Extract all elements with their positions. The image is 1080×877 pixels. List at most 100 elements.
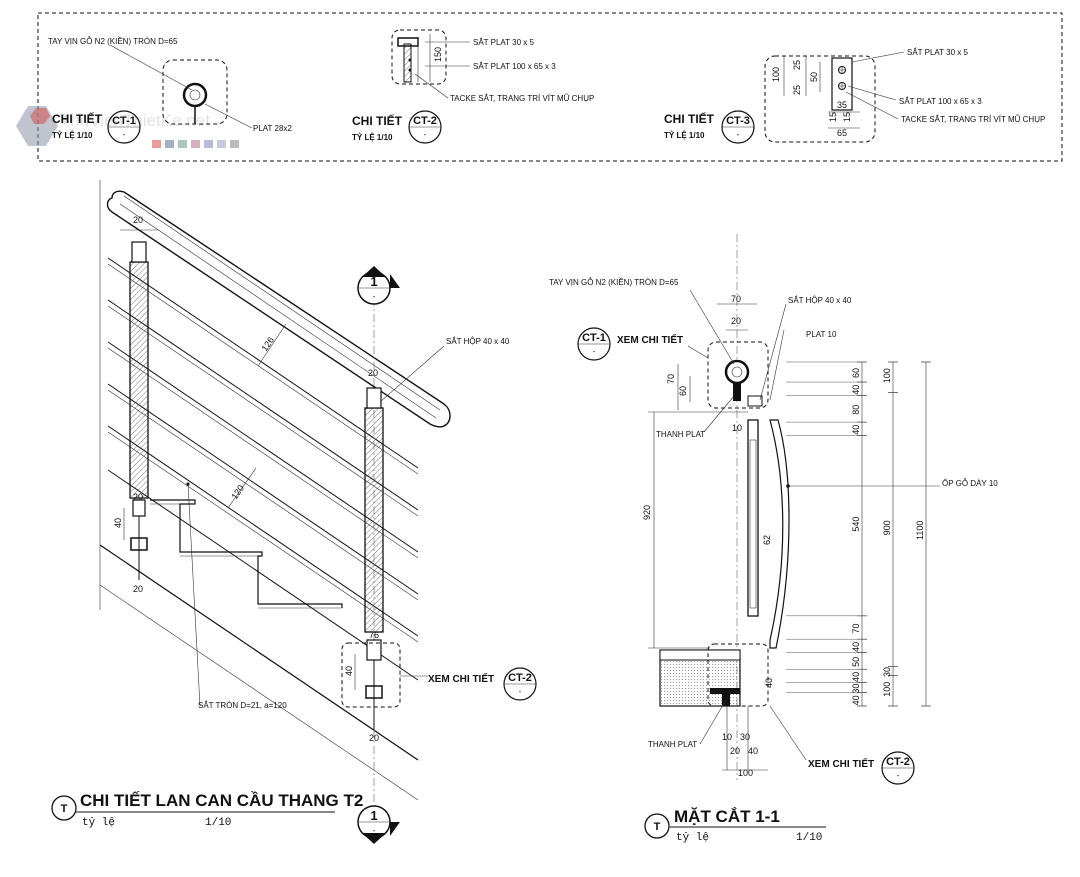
elev-dim-20-bot-right: 20 — [369, 733, 379, 743]
ct2-title: CHI TIẾT — [352, 113, 403, 128]
ct1-handrail-core — [189, 89, 201, 101]
sec-handrail — [724, 359, 750, 385]
stair-steps — [150, 499, 343, 608]
watermark-logo-icon — [16, 106, 58, 146]
ct2-tag-sub: - — [424, 130, 427, 139]
ct3-dim-35: 35 — [837, 100, 847, 110]
sec-label-flat-bar-bottom: THANH PLAT — [648, 740, 697, 749]
elev-scale-label: tỷ lệ — [82, 816, 115, 829]
elev-see-tag: CT-2 — [508, 672, 532, 684]
sec-dim-60-left: 60 — [678, 386, 688, 396]
sec-right-dim: 40 — [851, 642, 861, 652]
handrail — [106, 190, 451, 428]
watermark-swatch — [204, 140, 213, 148]
elev-dim-20-top-right: 20 — [368, 368, 378, 378]
sec-right-dims-col3: 1100 — [915, 521, 925, 540]
sec-title-marker-text: T — [654, 821, 661, 833]
sec-scale-value: 1/10 — [796, 832, 822, 844]
ct2-callout-tacke: TACKE SẮT, TRANG TRÍ VÍT MŨ CHỤP — [450, 94, 594, 103]
sec-ct1-frame — [707, 341, 769, 409]
sec-see-sub-bottom: - — [897, 771, 900, 780]
ct3-dim-25a: 25 — [792, 60, 802, 70]
sec-dim-40-bot: 40 — [748, 746, 758, 756]
sec-right-dim: 540 — [851, 517, 861, 532]
sec-label-flat-bar-top: THANH PLAT — [656, 430, 705, 439]
elev-dim-20-top-left: 20 — [133, 215, 143, 225]
elev-title-marker — [51, 795, 77, 821]
section-drawing: 70 20 70 60 10 920 10 30 20 40 100 62 40 — [549, 234, 998, 844]
elev-title-marker-text: T — [61, 803, 68, 815]
sec-dim-10-bot: 10 — [722, 732, 732, 742]
sec-flat-bar-top — [733, 383, 741, 401]
ct3-callout-plat-100: SẮT PLAT 100 x 65 x 3 — [899, 97, 982, 106]
sec-right-dim: 900 — [882, 520, 892, 535]
details-frame — [37, 12, 1063, 162]
elev-dim-76: 76 — [369, 630, 379, 640]
watermark-swatches — [152, 140, 239, 148]
sec-label-see-detail-bottom: XEM CHI TIẾT — [808, 757, 874, 770]
sec-dim-20-bot: 20 — [730, 746, 740, 756]
watermark-swatch — [230, 140, 239, 148]
watermark-text: ThuVienThietKe.net — [60, 111, 210, 130]
elev-dim-40-right: 40 — [344, 666, 354, 676]
ct3-dim-65: 65 — [837, 128, 847, 138]
ct2-dim-150: 150 — [433, 47, 443, 62]
post-right — [364, 407, 384, 633]
sec-right-dim: 30 — [882, 667, 892, 677]
section-mark-bottom-label: 1 — [370, 808, 377, 823]
sec-label-plat: PLAT 10 — [806, 330, 837, 339]
watermark: ThuVienThietKe.net — [16, 106, 239, 148]
sec-see-sub-top: - — [593, 347, 596, 356]
sec-right-dim: 30 — [851, 684, 861, 694]
sec-right-dim: 70 — [851, 623, 861, 633]
ct1-scale: TỶ LỆ 1/10 — [52, 131, 93, 140]
elev-scale-value: 1/10 — [205, 817, 231, 829]
sec-right-dim: 40 — [851, 695, 861, 705]
ct1-callout-plat: PLAT 28x2 — [253, 124, 292, 133]
elev-see-sub: - — [519, 687, 522, 696]
ct2-callout-plat-30: SẮT PLAT 30 x 5 — [473, 38, 534, 47]
sec-scale-label: tỷ lệ — [676, 831, 709, 844]
elev-dim-126: 126 — [259, 335, 276, 353]
sec-dim-100-bot: 100 — [738, 768, 753, 778]
elevation-drawing: 20 20 40 20 126 120 20 76 40 20 SẮT HỘP … — [51, 180, 537, 844]
sec-dim-70-top: 70 — [731, 294, 741, 304]
sec-flat-bar-bottom — [710, 688, 740, 706]
watermark-swatch — [217, 140, 226, 148]
watermark-swatch — [191, 140, 200, 148]
sec-dim-70-left: 70 — [666, 374, 676, 384]
elev-label-see-detail: XEM CHI TIẾT — [428, 672, 494, 685]
sec-right-dim: 100 — [882, 368, 892, 383]
sec-right-dim: 60 — [851, 368, 861, 378]
elev-dim-40-left: 40 — [113, 518, 123, 528]
ct1-tag-sub: - — [123, 130, 126, 139]
detail-ct1: TAY VỊN GỖ N2 (KIỀN) TRÒN D=65 PLAT 28x2… — [48, 36, 292, 144]
watermark-swatch — [178, 140, 187, 148]
ct2-callout-plat-100: SẮT PLAT 100 x 65 x 3 — [473, 62, 556, 71]
elev-dim-20-mid-left: 20 — [133, 492, 143, 502]
watermark-swatch — [152, 140, 161, 148]
ct1-callout-handrail: TAY VỊN GỖ N2 (KIỀN) TRÒN D=65 — [48, 36, 178, 46]
elev-title: CHI TIẾT LAN CAN CẦU THANG T2 — [80, 791, 363, 810]
ct3-title: CHI TIẾT — [664, 111, 715, 126]
sec-label-see-detail-top: XEM CHI TIẾT — [617, 333, 683, 346]
sec-right-dim: 40 — [851, 425, 861, 435]
sec-label-wood: ỐP GỖ DÀY 10 — [942, 478, 998, 488]
section-mark-bottom: 1 - — [357, 805, 400, 844]
sec-right-dim: 100 — [882, 682, 892, 697]
sec-right-dim: 40 — [851, 672, 861, 682]
sec-dim-62: 62 — [762, 535, 772, 545]
ct3-dim-15b: 15 — [842, 112, 852, 122]
sec-right-dim: 80 — [851, 405, 861, 415]
sec-dim-40-mid: 40 — [764, 678, 774, 688]
post-left — [129, 261, 149, 499]
ct3-dim-50: 50 — [809, 72, 819, 82]
sec-label-box: SẮT HỘP 40 x 40 — [788, 296, 852, 305]
ct3-tag: CT-3 — [726, 115, 750, 127]
sec-right-dim: 50 — [851, 657, 861, 667]
sec-label-handrail: TAY VỊN GỖ N2 (KIỀN) TRÒN D=65 — [549, 277, 679, 287]
ct3-callout-tacke: TACKE SẮT, TRANG TRÍ VÍT MŨ CHỤP — [901, 115, 1045, 124]
sec-right-dim: 40 — [851, 385, 861, 395]
